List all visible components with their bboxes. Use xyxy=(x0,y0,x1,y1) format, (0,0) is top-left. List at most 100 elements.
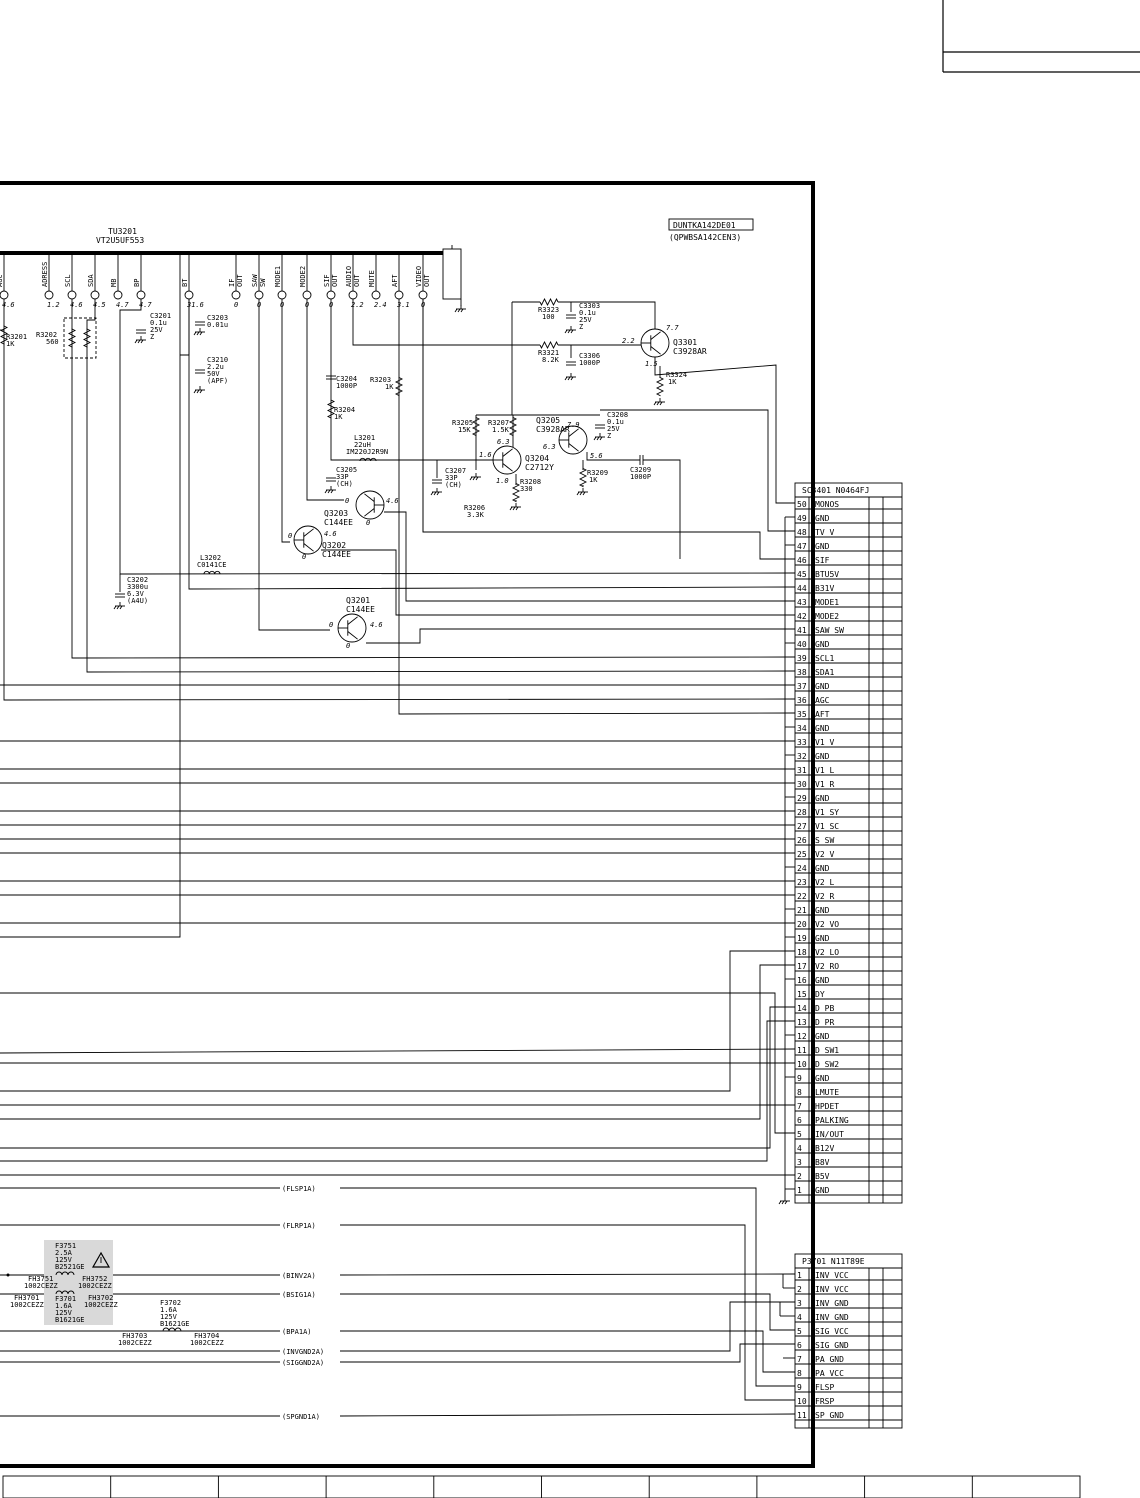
ground-icon xyxy=(134,336,146,344)
component-ref: C3208 xyxy=(607,411,628,419)
fuse-spec: B1621GE xyxy=(160,1320,190,1328)
connector-pin-name: INV VCC xyxy=(815,1271,849,1280)
connector-pin-number: 34 xyxy=(797,724,807,733)
component-value: 22uH xyxy=(354,441,371,449)
connector-pin-name: INV VCC xyxy=(815,1285,849,1294)
component-ref: C3204 xyxy=(336,375,357,383)
component-value: IM220J2R9N xyxy=(346,448,388,456)
connector-pin-number: 36 xyxy=(797,696,807,705)
connector-pin-name: GND xyxy=(815,640,830,649)
component-ref: R3323 xyxy=(538,306,559,314)
node-voltage: 6.3 xyxy=(497,438,510,446)
component-ref: C3201 xyxy=(150,312,171,320)
fuse-holder-ref: FH3701 xyxy=(14,1294,39,1302)
connector-pin-name: B12V xyxy=(815,1144,834,1153)
connector-pin-number: 2 xyxy=(797,1172,802,1181)
wire xyxy=(3,299,796,701)
inductor-coil xyxy=(162,1327,182,1332)
wire xyxy=(0,964,795,1120)
component-value: 1000P xyxy=(336,382,357,390)
net-label: (BPA1A) xyxy=(282,1328,312,1336)
connector-pin-name: GND xyxy=(815,976,830,985)
component-value: (CH) xyxy=(336,480,353,488)
transistor-part: C144EE xyxy=(322,550,351,559)
tuner-pin-voltage: 4.5 xyxy=(93,301,106,309)
transistor-part: C3928AR xyxy=(673,347,707,356)
wire xyxy=(340,1187,795,1387)
connector-pin-number: 1 xyxy=(797,1271,802,1280)
pin-circle xyxy=(418,290,428,300)
tuner-block: TU3201 VT2U5UF553 AGC4.6ADRESS1.2SCL4.6S… xyxy=(0,227,466,313)
connector-pin-number: 19 xyxy=(797,934,807,943)
component-ref: R3202 xyxy=(36,331,57,339)
connector-pin-number: 6 xyxy=(797,1341,802,1350)
transistor-ref: Q3202 xyxy=(322,541,346,550)
connector-pin-number: 28 xyxy=(797,808,807,817)
connector-pin-number: 27 xyxy=(797,822,807,831)
connector-pin-number: 49 xyxy=(797,514,807,523)
connector-pin-name: D PR xyxy=(815,1018,834,1027)
tuner-pin: BP4.7 xyxy=(133,253,152,309)
connector-pin-name: LMUTE xyxy=(815,1088,839,1097)
connector-title: P3701 N11T89E xyxy=(802,1257,865,1266)
pin-circle xyxy=(394,290,404,300)
connector-pin-number: 23 xyxy=(797,878,807,887)
bottom-grid-strip xyxy=(2,1475,1081,1498)
pin-circle xyxy=(302,290,312,300)
net-label: (SIGGND2A) xyxy=(282,1359,324,1367)
connector-pin-number: 35 xyxy=(797,710,807,719)
transistor-ref: Q3301 xyxy=(673,338,697,347)
component-value: 1000P xyxy=(579,359,600,367)
connector-pin-name: GND xyxy=(815,1032,830,1041)
pin-circle xyxy=(254,290,264,300)
component-value: C0141CE xyxy=(197,561,227,569)
connector-pin-name: PALKING xyxy=(815,1116,849,1125)
tuner-part: VT2U5UF553 xyxy=(96,236,144,245)
connector-pin-name: IN/OUT xyxy=(815,1130,844,1139)
tuner-pin-voltage: 4.7 xyxy=(139,301,152,309)
connector-pin-number: 10 xyxy=(797,1060,807,1069)
transistor-ref: Q3204 xyxy=(525,454,549,463)
node-voltage: 0 xyxy=(288,532,292,540)
connector-pin-name: PA VCC xyxy=(815,1369,844,1378)
transistor-q3203 xyxy=(355,490,385,520)
pin-circle xyxy=(0,290,9,300)
connector-pin-name: V2 LO xyxy=(815,948,839,957)
wire xyxy=(398,299,796,715)
connector-pin-name: S SW xyxy=(815,836,834,845)
connector-pin-name: SIF xyxy=(815,556,830,565)
connector-pin-name: AFT xyxy=(815,710,830,719)
connector-pin-number: 43 xyxy=(797,598,807,607)
pin-circle xyxy=(136,290,146,300)
connector-pin-number: 3 xyxy=(797,1299,802,1308)
tuner-pin-label: VIDEO xyxy=(415,266,423,287)
resistor xyxy=(394,376,404,397)
fuse-spec: 125V xyxy=(55,1256,73,1264)
tuner-pin-label: AUDIO xyxy=(345,266,353,287)
resistor xyxy=(67,328,77,348)
component-value: 3.3K xyxy=(467,511,485,519)
node-voltage: 6.3 xyxy=(543,443,556,451)
tuner-pin-voltage: 31.6 xyxy=(186,301,204,309)
component-ref: C3205 xyxy=(336,466,357,474)
connector-pin-number: 41 xyxy=(797,626,807,635)
component-ref: R3201 xyxy=(6,333,27,341)
component-value: 1K xyxy=(6,340,15,348)
connector-pin-number: 22 xyxy=(797,892,807,901)
connector-pin-name: GND xyxy=(815,1186,830,1195)
connector-pin-name: HPDET xyxy=(815,1102,839,1111)
wire xyxy=(258,299,330,631)
connector-pin-number: 32 xyxy=(797,752,807,761)
net-label: (SPGND1A) xyxy=(282,1413,320,1421)
resistor xyxy=(471,416,481,437)
node-voltage: 4.6 xyxy=(386,497,399,505)
fuse-spec: 1.6A xyxy=(160,1306,178,1314)
wire xyxy=(384,511,795,602)
fuse-spec: 2.5A xyxy=(55,1249,73,1257)
connector-pin-name: INV GND xyxy=(815,1313,849,1322)
connector-pin-number: 10 xyxy=(797,1397,807,1406)
connector-pin-name: GND xyxy=(815,514,830,523)
